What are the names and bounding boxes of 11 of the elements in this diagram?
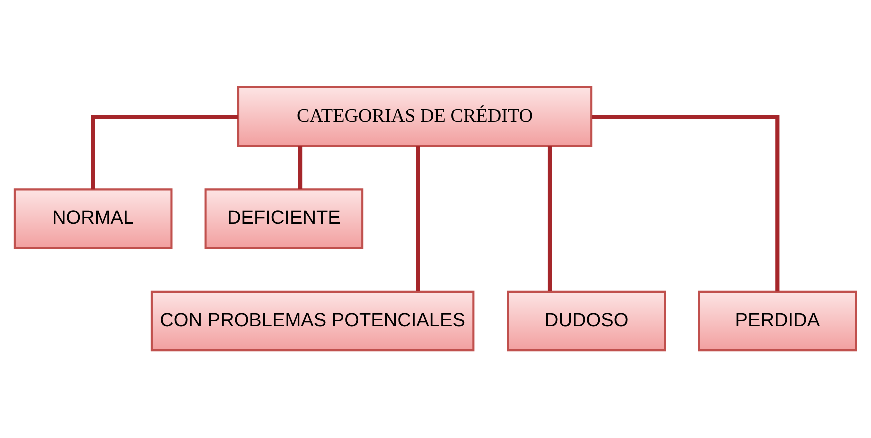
node-box: NORMAL xyxy=(14,188,173,250)
node-box: CATEGORIAS DE CRÉDITO xyxy=(238,86,593,148)
node-box: DUDOSO xyxy=(507,290,666,352)
connector xyxy=(592,115,780,292)
connector xyxy=(91,115,238,190)
node-box: PERDIDA xyxy=(698,290,858,352)
connector xyxy=(548,146,552,292)
node-box: DEFICIENTE xyxy=(204,188,364,250)
connector xyxy=(298,146,303,190)
connector xyxy=(416,146,420,292)
node-box: CON PROBLEMAS POTENCIALES xyxy=(150,290,475,352)
